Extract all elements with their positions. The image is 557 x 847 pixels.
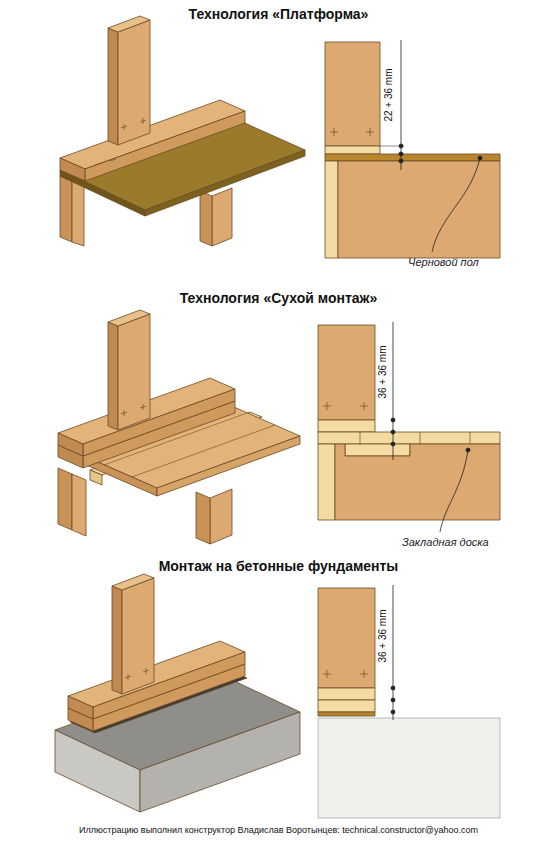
dimension-line xyxy=(380,40,404,170)
dimension-label: 22 + 36 mm xyxy=(383,68,394,121)
dimension-line xyxy=(391,585,395,720)
leader-line xyxy=(440,448,470,532)
callout-label: Черновой пол xyxy=(408,256,479,268)
platform-iso xyxy=(60,16,305,246)
dry-assembly-iso xyxy=(58,310,300,544)
section-heading: Технология «Сухой монтаж» xyxy=(0,290,557,306)
concrete-iso xyxy=(55,574,300,812)
callout-label: Закладная доска xyxy=(402,536,489,548)
section-heading: Монтаж на бетонные фундаменты xyxy=(0,558,557,574)
section-heading: Технология «Платформа» xyxy=(0,6,557,22)
dimension-line xyxy=(391,322,395,460)
dimension-label: 36 + 36 mm xyxy=(377,345,388,398)
platform-section xyxy=(325,42,500,258)
leader-line xyxy=(432,156,482,252)
concrete-section xyxy=(318,588,500,818)
credit-caption: Иллюстрацию выполнил конструктор Владисл… xyxy=(0,825,557,835)
dry-assembly-section xyxy=(318,325,500,520)
dimension-label: 36 + 36 mm xyxy=(377,609,388,662)
